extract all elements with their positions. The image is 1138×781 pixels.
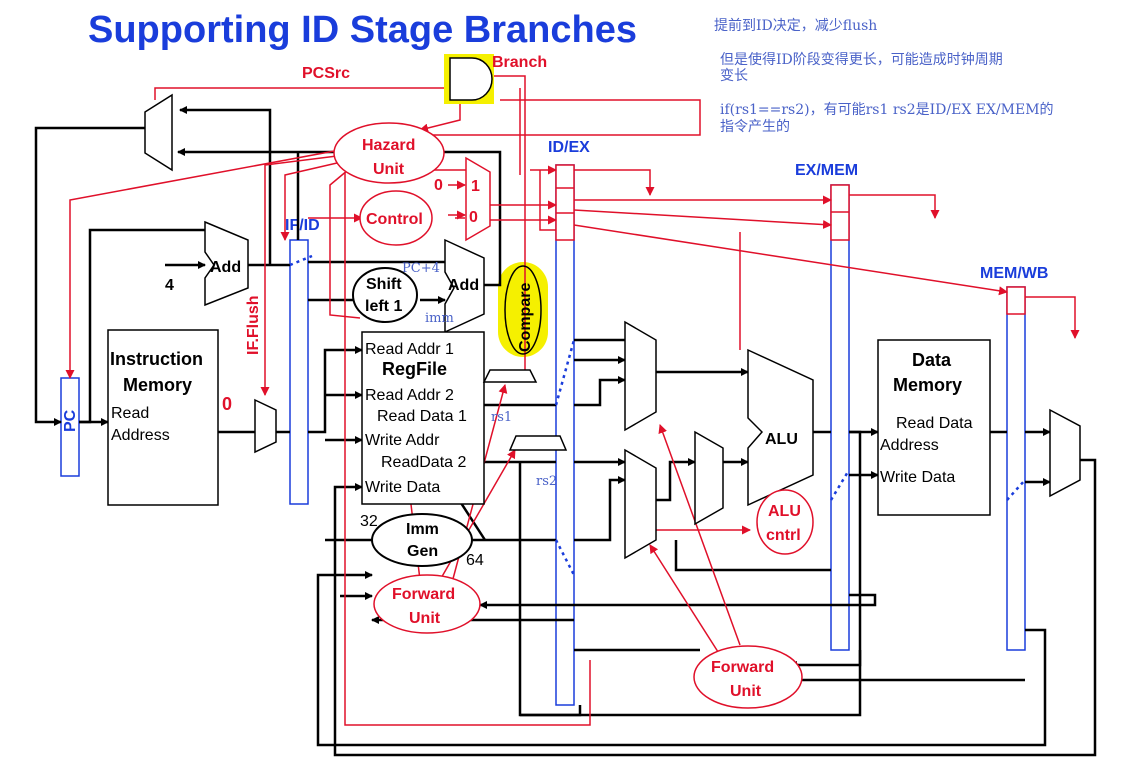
- if-id-label: IF/ID: [285, 217, 320, 234]
- svg-text:Unit: Unit: [409, 610, 441, 627]
- data-memory: Data Memory Read Data Address Write Data: [877, 339, 991, 516]
- svg-text:Unit: Unit: [373, 161, 405, 178]
- svg-text:Read: Read: [111, 405, 149, 422]
- svg-text:Read Data: Read Data: [896, 415, 973, 432]
- svg-text:32: 32: [360, 513, 378, 530]
- svg-text:0: 0: [469, 209, 478, 226]
- svg-text:cntrl: cntrl: [766, 527, 801, 544]
- note-3b: 指令产生的: [720, 119, 790, 135]
- pc-adder: Add: [204, 220, 249, 307]
- pc-source-mux: [144, 93, 173, 172]
- if-flush-label: IF.Flush: [245, 295, 262, 355]
- svg-text:64: 64: [466, 552, 484, 569]
- shift-left-1: Shift left 1: [352, 267, 418, 323]
- pcsrc-label: PCSrc: [302, 65, 350, 82]
- mem-wb-register: [1006, 286, 1026, 651]
- svg-text:Control: Control: [366, 211, 423, 228]
- control-mux: 1 0 0: [434, 156, 491, 242]
- svg-text:Forward: Forward: [392, 586, 455, 603]
- imm-label: imm: [425, 311, 454, 326]
- svg-text:Unit: Unit: [730, 683, 762, 700]
- svg-text:Instruction: Instruction: [110, 349, 203, 369]
- ex-mem-register: [830, 184, 850, 651]
- svg-text:Hazard: Hazard: [362, 137, 415, 154]
- if-id-register: [289, 239, 309, 505]
- if-flush-mux: 0: [222, 394, 277, 454]
- svg-text:Compare: Compare: [517, 283, 534, 352]
- svg-text:0: 0: [222, 394, 232, 414]
- alu-src-mux: [694, 430, 724, 526]
- compare-mux-rs2: [508, 435, 568, 451]
- rs1-label: rs1: [491, 410, 512, 425]
- note-2a: 但是使得ID阶段变得更长，可能造成时钟周期: [720, 51, 1003, 68]
- svg-text:Read Addr 2: Read Addr 2: [365, 387, 454, 404]
- note-1: 提前到ID决定，减少flush: [714, 17, 877, 34]
- imm-gen: Imm Gen 32 64: [360, 513, 484, 569]
- svg-text:Add: Add: [210, 259, 241, 276]
- datapath-wires: [34, 106, 1097, 757]
- forward-unit-id: Forward Unit: [373, 574, 481, 634]
- hazard-unit: Hazard Unit: [333, 122, 445, 184]
- forward-mux-a: [624, 320, 657, 432]
- svg-text:left 1: left 1: [365, 298, 402, 315]
- alu: ALU: [747, 348, 814, 507]
- note-2b: 变长: [720, 68, 748, 84]
- register-file: Read Addr 1 RegFile Read Addr 2 Read Dat…: [361, 331, 485, 505]
- pc-register: PC: [60, 377, 80, 477]
- svg-text:ALU: ALU: [768, 503, 801, 520]
- compare-highlight: [498, 262, 548, 357]
- svg-text:RegFile: RegFile: [382, 359, 447, 379]
- svg-text:Add: Add: [448, 277, 479, 294]
- svg-text:Write Addr: Write Addr: [365, 432, 440, 449]
- svg-text:Read Data 1: Read Data 1: [377, 408, 467, 425]
- forward-unit-ex: Forward Unit: [693, 645, 803, 709]
- svg-text:PC: PC: [62, 409, 79, 432]
- branch-label: Branch: [492, 54, 547, 71]
- svg-text:Imm: Imm: [406, 521, 439, 538]
- alu-control: ALU cntrl: [756, 489, 814, 555]
- svg-text:Gen: Gen: [407, 543, 438, 560]
- rs2-label: rs2: [536, 474, 557, 489]
- branch-adder: Add: [444, 238, 485, 334]
- svg-text:1: 1: [471, 178, 480, 195]
- mem-wb-label: MEM/WB: [980, 265, 1048, 282]
- instruction-memory: Instruction Memory Read Address: [107, 329, 219, 506]
- svg-text:Data: Data: [912, 350, 952, 370]
- svg-text:Read Addr 1: Read Addr 1: [365, 341, 454, 358]
- control-unit: Control: [359, 190, 433, 246]
- compare-mux-rs1: [482, 369, 538, 383]
- pc-plus-4-label: PC+4: [402, 261, 440, 276]
- writeback-mux: [1049, 408, 1081, 498]
- svg-text:0: 0: [434, 177, 443, 194]
- branch-and-gate: [449, 57, 493, 101]
- svg-text:ALU: ALU: [765, 431, 798, 448]
- slide-title: Supporting ID Stage Branches: [88, 9, 637, 51]
- svg-text:Write Data: Write Data: [880, 469, 955, 486]
- note-3a: if(rs1==rs2)，有可能rs1 rs2是ID/EX EX/MEM的: [720, 102, 1054, 118]
- forward-mux-b: [624, 448, 657, 560]
- ex-mem-label: EX/MEM: [795, 162, 858, 179]
- svg-text:Memory: Memory: [893, 375, 962, 395]
- svg-text:Write Data: Write Data: [365, 479, 440, 496]
- svg-text:Address: Address: [111, 427, 170, 444]
- dotted-links: [289, 254, 1026, 576]
- id-ex-label: ID/EX: [548, 139, 590, 156]
- id-ex-register: [555, 164, 575, 706]
- const-four: 4: [165, 277, 174, 294]
- svg-text:Shift: Shift: [366, 276, 402, 293]
- svg-text:Forward: Forward: [711, 659, 774, 676]
- compare-unit: Compare: [504, 265, 542, 355]
- svg-text:Address: Address: [880, 437, 939, 454]
- svg-text:Memory: Memory: [123, 375, 192, 395]
- svg-text:ReadData 2: ReadData 2: [381, 454, 466, 471]
